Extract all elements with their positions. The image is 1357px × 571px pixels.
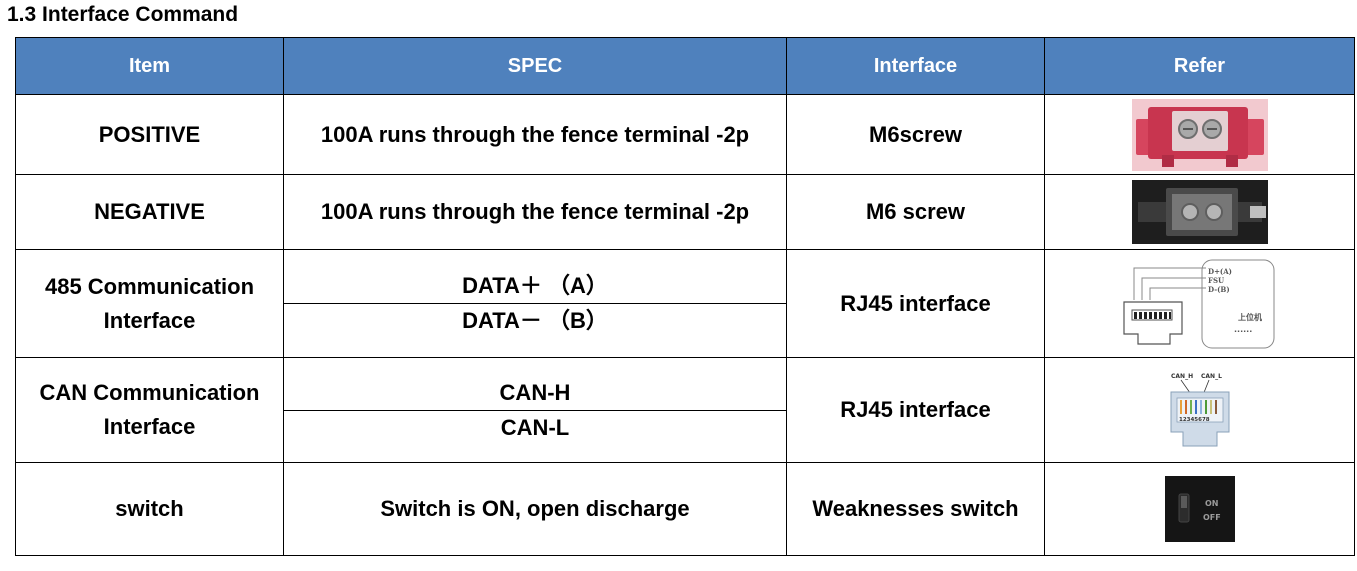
- item-cell: CAN Communication Interface: [15, 357, 284, 463]
- can-pinout-diagram: CAN_H CAN_L: [1170, 373, 1229, 447]
- table-row-switch: switch Switch is ON, open discharge Weak…: [15, 462, 1355, 556]
- header-refer: Refer: [1044, 37, 1355, 95]
- spec-can-l: CAN-L: [284, 409, 786, 445]
- interface-cell: M6 screw: [786, 174, 1045, 250]
- refer-cell: D+(A) FSU D-(B) 上位机 ......: [1044, 249, 1355, 358]
- item-cell: POSITIVE: [15, 94, 284, 175]
- label-can-l: CAN_L: [1201, 373, 1222, 380]
- label-can-h: CAN_H: [1171, 373, 1193, 380]
- table-row-can: CAN Communication Interface CAN-H CAN-L …: [15, 357, 1355, 463]
- header-row: Item SPEC Interface Refer: [15, 37, 1355, 95]
- refer-cell: [1044, 94, 1355, 175]
- spec-data-b: DATA－ （B）: [284, 303, 786, 338]
- item-cell: switch: [15, 462, 284, 556]
- spec-cell-split: CAN-H CAN-L: [283, 357, 787, 463]
- label-off: OFF: [1203, 513, 1221, 522]
- interface-cell: Weaknesses switch: [786, 462, 1045, 556]
- item-cell: 485 Communication Interface: [15, 249, 284, 358]
- rs485-wiring-diagram: D+(A) FSU D-(B) 上位机 ......: [1122, 259, 1274, 348]
- spec-cell: 100A runs through the fence terminal -2p: [283, 174, 787, 250]
- spec-cell: 100A runs through the fence terminal -2p: [283, 94, 787, 175]
- spec-cell: Switch is ON, open discharge: [283, 462, 787, 556]
- label-fsu: FSU: [1208, 276, 1224, 285]
- label-host: 上位机: [1238, 312, 1262, 322]
- positive-terminal-photo: [1131, 98, 1268, 171]
- spec-data-a: DATA＋ （A）: [462, 273, 608, 298]
- label-dots: ......: [1234, 325, 1252, 334]
- switch-photo: ON OFF: [1164, 476, 1235, 542]
- section-title: 1.3 Interface Command: [7, 3, 239, 26]
- refer-cell: CAN_H CAN_L: [1044, 357, 1355, 463]
- label-on: ON: [1205, 499, 1219, 508]
- refer-cell: ON OFF: [1044, 462, 1355, 556]
- label-pins: 12345678: [1179, 417, 1210, 423]
- table-row-positive: POSITIVE 100A runs through the fence ter…: [15, 94, 1355, 175]
- spec-cell-split: DATA＋ （A） DATA－ （B）: [283, 249, 787, 358]
- table-row-485: 485 Communication Interface DATA＋ （A） DA…: [15, 249, 1355, 358]
- refer-cell: [1044, 174, 1355, 250]
- label-d-minus: D-(B): [1208, 285, 1230, 294]
- label-d-plus: D+(A): [1208, 267, 1232, 276]
- header-spec: SPEC: [283, 37, 787, 95]
- spec-can-h: CAN-H: [499, 379, 571, 405]
- interface-cell: RJ45 interface: [786, 249, 1045, 358]
- interface-cell: M6screw: [786, 94, 1045, 175]
- header-interface: Interface: [786, 37, 1045, 95]
- negative-terminal-photo: [1131, 180, 1268, 244]
- interface-command-table: Item SPEC Interface Refer POSITIVE 100A …: [15, 37, 1355, 556]
- table-row-negative: NEGATIVE 100A runs through the fence ter…: [15, 174, 1355, 250]
- item-cell: NEGATIVE: [15, 174, 284, 250]
- header-item: Item: [15, 37, 284, 95]
- interface-cell: RJ45 interface: [786, 357, 1045, 463]
